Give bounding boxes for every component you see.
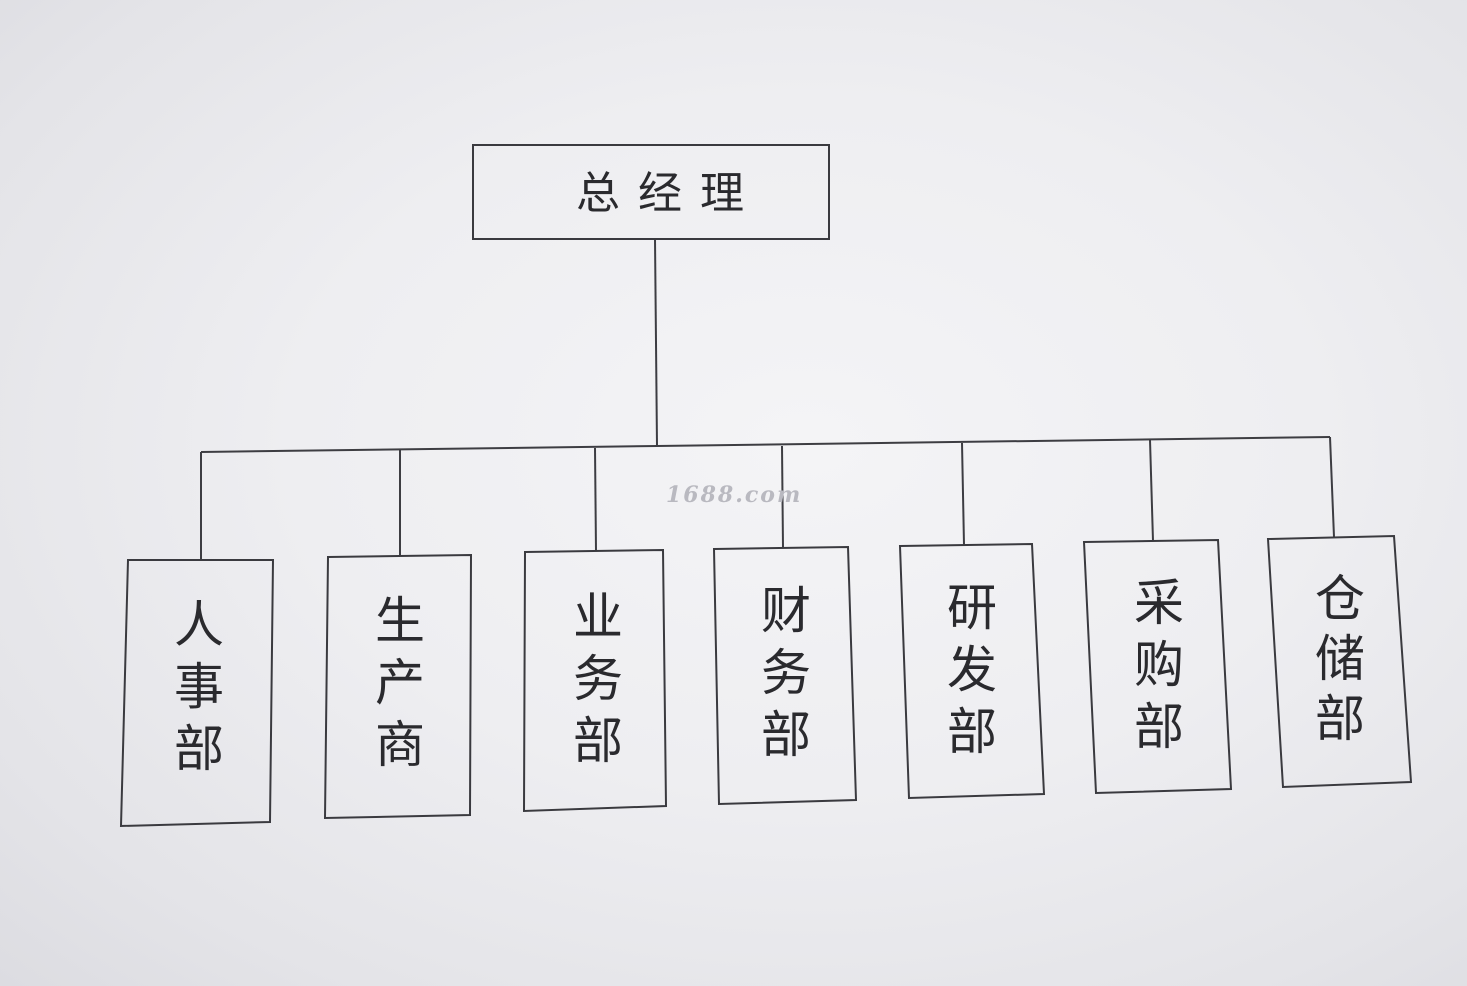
- department-box-2: [323, 553, 473, 820]
- department-label-char: 务: [761, 644, 811, 702]
- department-label-char: 仓: [1315, 570, 1365, 628]
- department-label-5: 研发部: [947, 579, 997, 761]
- department-label-2: 生产商: [375, 592, 425, 774]
- branch-line-4: [781, 445, 784, 549]
- department-label-char: 事: [174, 658, 224, 716]
- department-box-1: [119, 559, 275, 828]
- branch-line-7: [1329, 436, 1335, 538]
- department-nodes: 人事部 生产商 业务部 财务部 研发部 采购部 仓储部: [119, 534, 1413, 828]
- department-node-4: 财务部: [712, 545, 858, 806]
- department-label-1: 人事部: [174, 596, 224, 778]
- department-box-6: [1082, 538, 1233, 795]
- department-node-6: 采购部: [1082, 538, 1233, 795]
- department-node-3: 业务部: [522, 548, 668, 813]
- department-label-char: 发: [947, 641, 997, 699]
- department-box-3: [522, 548, 668, 813]
- root-trunk-line: [654, 238, 658, 447]
- department-label-char: 购: [1134, 636, 1184, 694]
- department-label-char: 生: [375, 592, 425, 650]
- department-label-char: 研: [947, 579, 997, 637]
- department-box-4: [712, 545, 858, 806]
- horizontal-bus-line-right: [656, 436, 1331, 447]
- department-label-char: 务: [573, 650, 623, 708]
- root-node-box: [472, 144, 830, 240]
- department-label-char: 财: [761, 582, 811, 640]
- department-label-7: 仓储部: [1315, 570, 1365, 748]
- root-node: 总经理: [472, 144, 830, 240]
- department-node-5: 研发部: [898, 542, 1046, 800]
- department-label-3: 业务部: [573, 588, 623, 770]
- department-label-char: 部: [761, 706, 811, 764]
- department-label-char: 采: [1134, 574, 1184, 632]
- horizontal-bus-line-left: [200, 445, 658, 453]
- connector-lines: [200, 238, 1335, 560]
- branch-line-6: [1149, 439, 1154, 542]
- department-label-char: 部: [947, 703, 997, 761]
- department-label-6: 采购部: [1134, 574, 1184, 756]
- department-node-1: 人事部: [119, 559, 275, 828]
- department-node-7: 仓储部: [1266, 534, 1413, 789]
- branch-line-3: [594, 447, 597, 552]
- department-label-char: 人: [174, 596, 224, 654]
- department-node-2: 生产商: [323, 553, 473, 820]
- department-box-7: [1266, 534, 1413, 789]
- department-label-char: 储: [1315, 630, 1365, 688]
- branch-line-5: [961, 442, 965, 546]
- department-label-char: 商: [375, 716, 425, 774]
- department-box-5: [898, 542, 1046, 800]
- department-label-char: 部: [573, 712, 623, 770]
- department-label-char: 业: [573, 588, 623, 646]
- root-node-label: 总经理: [576, 168, 762, 219]
- watermark-text: 1688.com: [666, 482, 802, 508]
- department-label-char: 部: [174, 720, 224, 778]
- department-label-char: 部: [1315, 690, 1365, 748]
- department-label-char: 产: [375, 654, 425, 712]
- department-label-4: 财务部: [761, 582, 811, 764]
- department-label-char: 部: [1134, 698, 1184, 756]
